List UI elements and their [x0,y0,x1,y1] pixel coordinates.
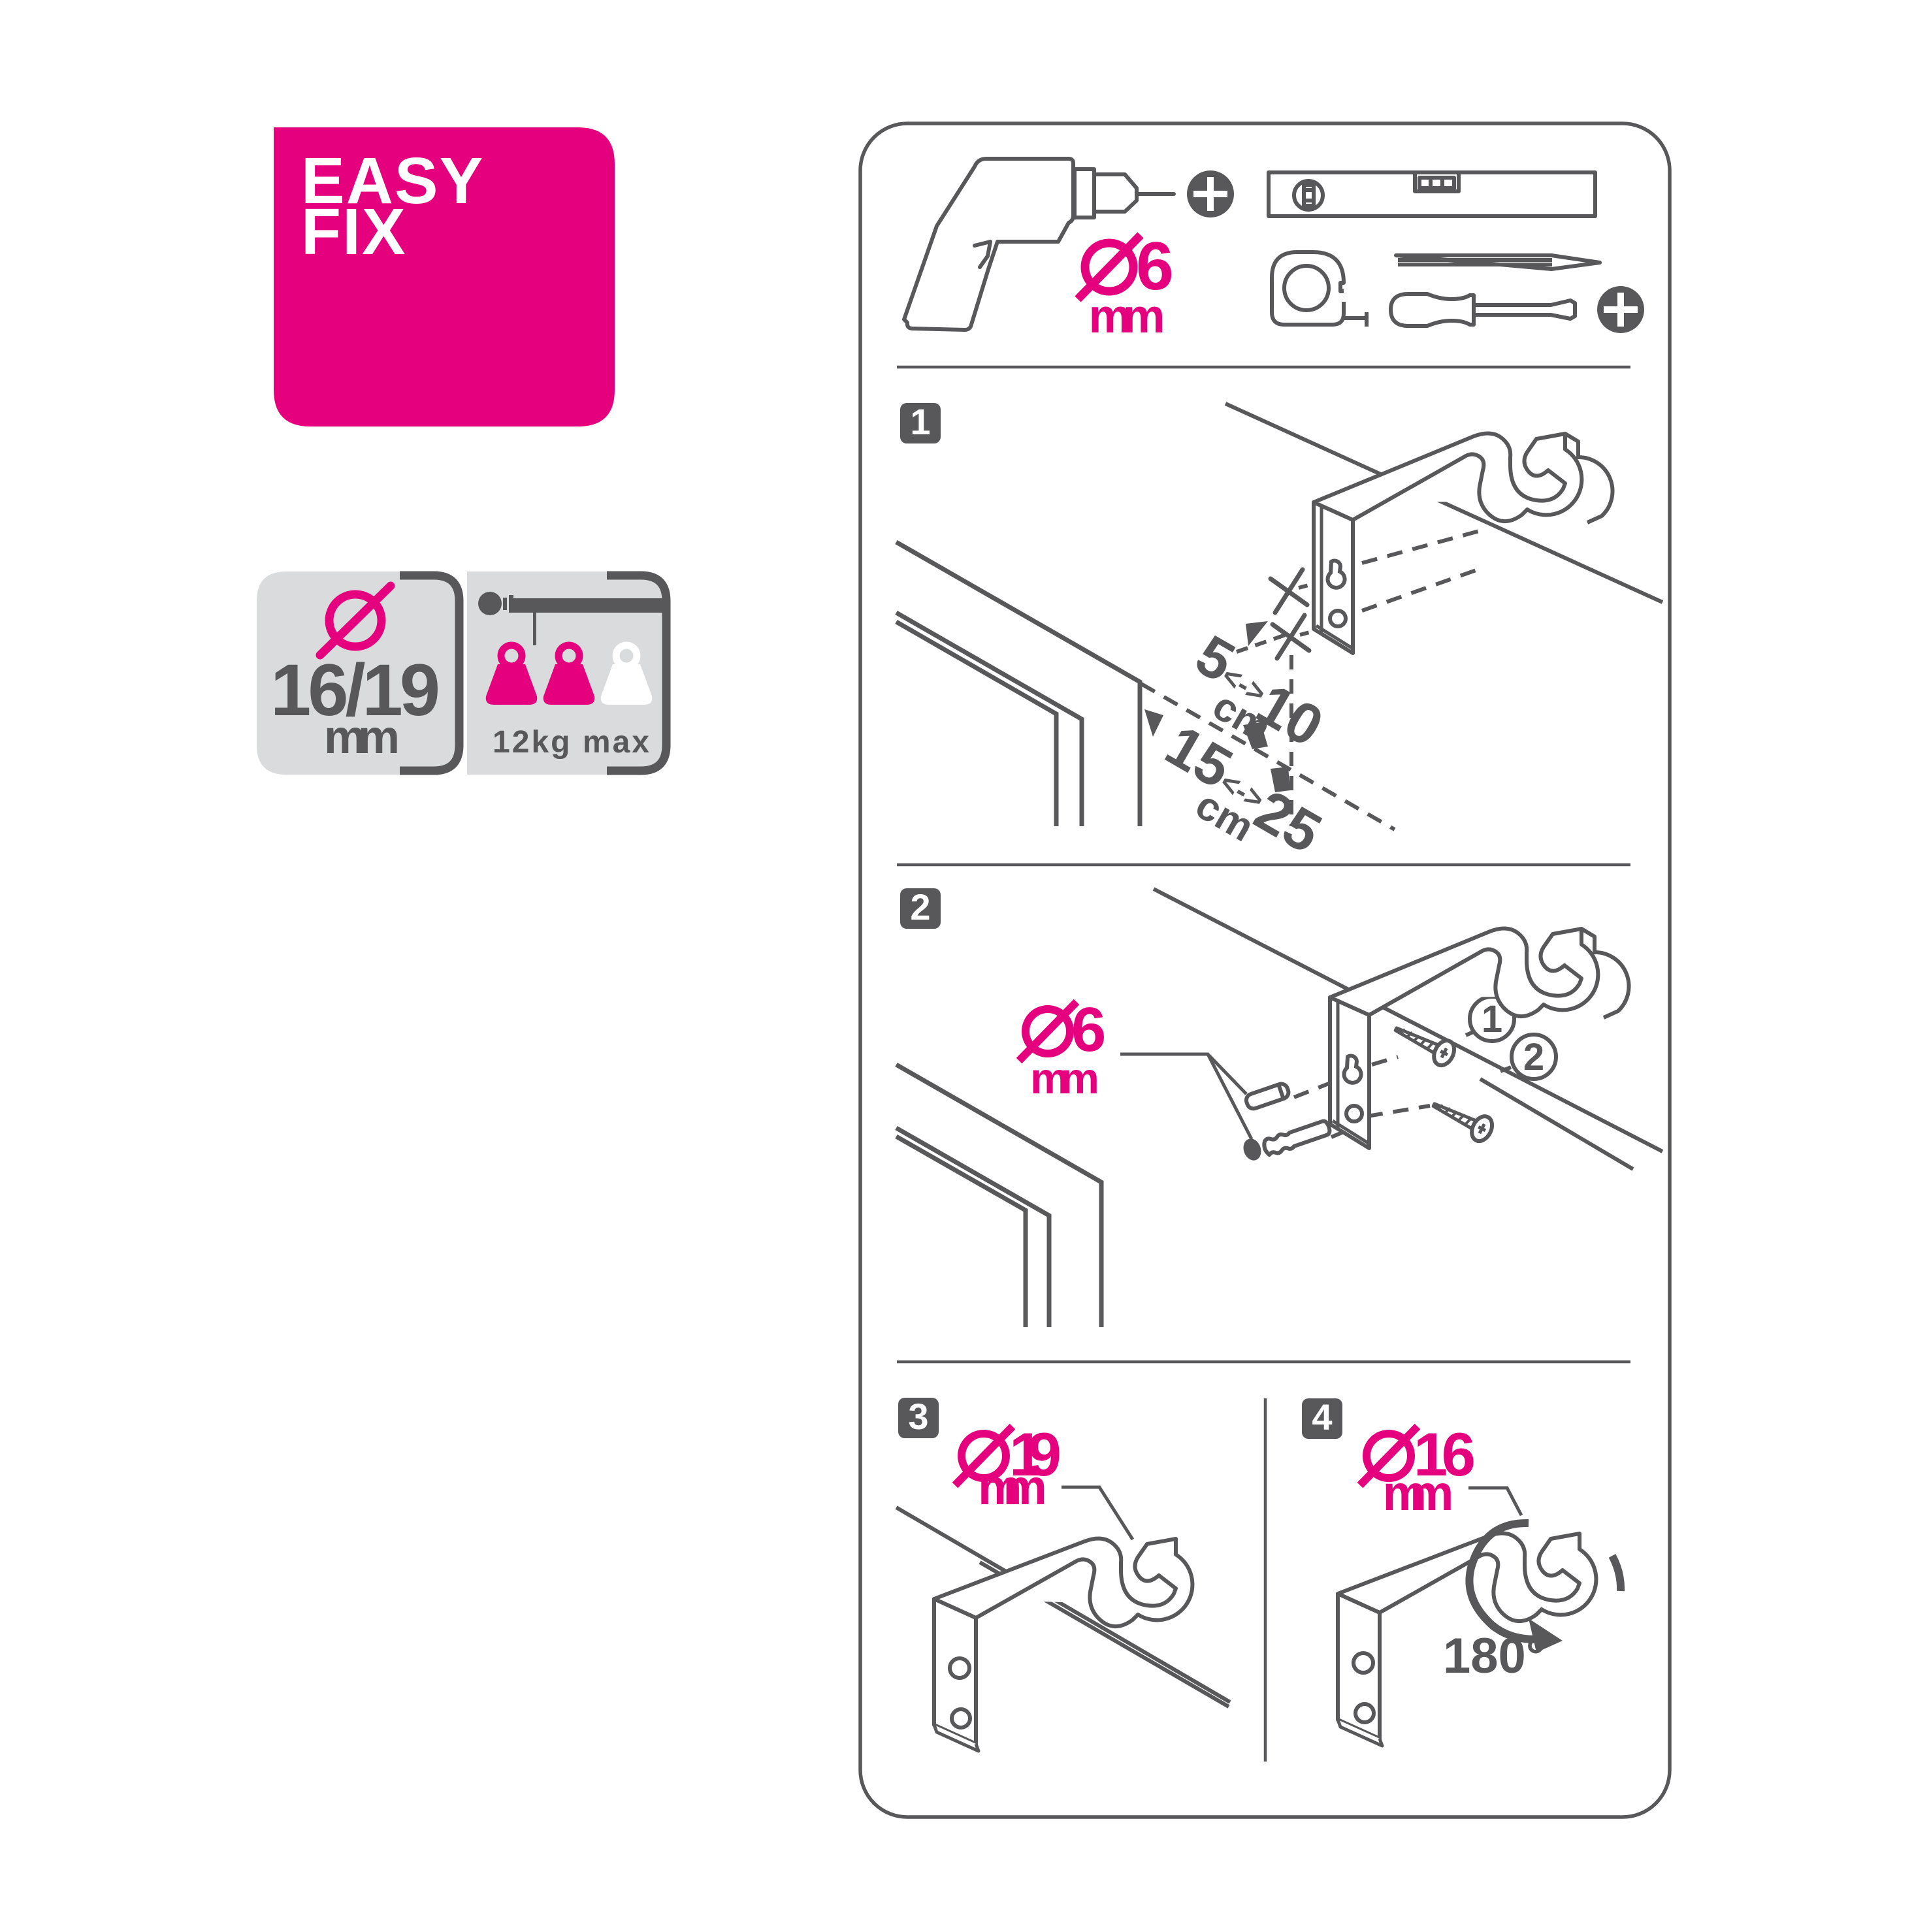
svg-text:3: 3 [908,1396,928,1437]
svg-text:mm: mm [1089,290,1165,343]
svg-text:mm: mm [1383,1466,1454,1521]
svg-text:mm: mm [324,711,400,764]
svg-text:16/19: 16/19 [270,649,440,731]
svg-text:6: 6 [1071,995,1106,1065]
svg-text:FIX: FIX [301,195,407,268]
svg-text:1: 1 [910,401,930,442]
svg-text:6: 6 [1136,229,1174,304]
svg-text:EASY: EASY [301,144,484,217]
svg-text:2: 2 [910,886,930,927]
svg-text:180°: 180° [1443,1628,1546,1684]
svg-text:4: 4 [1312,1396,1332,1438]
svg-text:mm: mm [978,1460,1047,1515]
svg-text:2: 2 [1523,1036,1544,1078]
svg-text:16: 16 [1414,1420,1476,1489]
svg-text:19: 19 [1009,1420,1062,1489]
svg-text:mm: mm [1030,1054,1099,1103]
